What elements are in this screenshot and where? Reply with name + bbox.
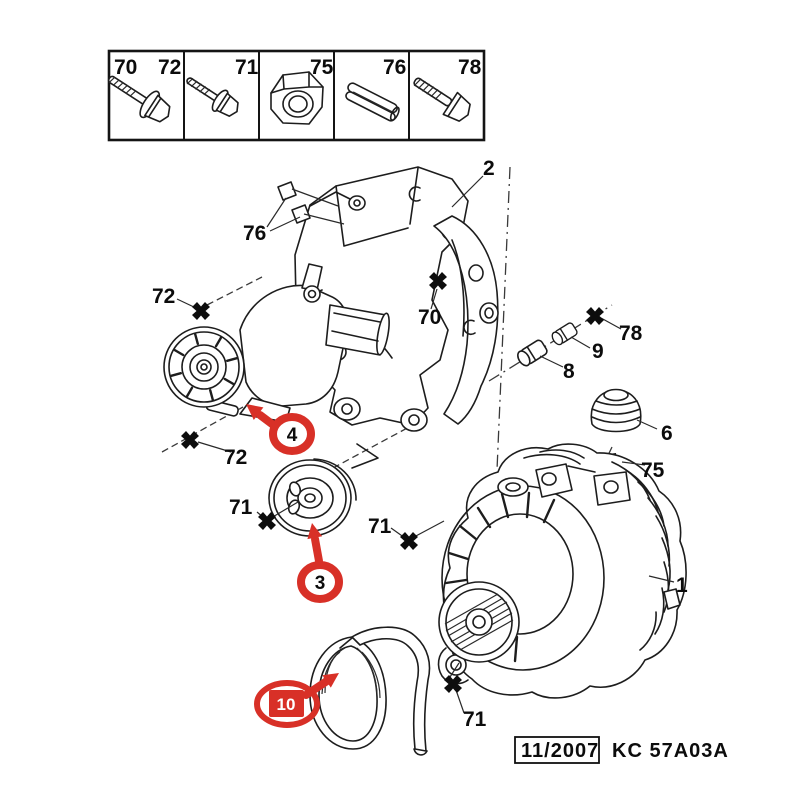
bracket-lug — [497, 477, 529, 497]
callout-labels: 2 76 70 72 72 71 71 71 78 9 8 6 75 1 — [152, 157, 688, 731]
callout-ref-71-left: 71 — [229, 496, 253, 519]
callout-ref-76: 76 — [243, 222, 266, 245]
highlight-label-10: 10 — [277, 695, 296, 714]
flange-bolt-washer-icon — [107, 75, 171, 123]
boot-part — [590, 388, 642, 433]
table-ref-71: 71 — [235, 56, 259, 79]
spacer-bush-8 — [517, 339, 548, 367]
table-ref-78: 78 — [458, 56, 482, 79]
callout-part-9: 9 — [592, 340, 604, 363]
highlight-label-3: 3 — [315, 573, 326, 594]
spacer-bush-9 — [551, 322, 578, 346]
callout-ref-71-bottom: 71 — [463, 708, 487, 731]
callout-part-6: 6 — [661, 422, 673, 445]
footer-date: 11/2007 — [521, 740, 599, 762]
callout-part-2: 2 — [483, 157, 495, 180]
roll-pin-icon — [345, 82, 400, 122]
bracket-lug-hole — [505, 482, 521, 492]
fastener-table: 70 72 71 75 76 78 — [107, 49, 486, 142]
callout-ref-75: 75 — [641, 459, 665, 482]
callout-ref-72-top: 72 — [152, 285, 175, 308]
callout-ref-70: 70 — [418, 306, 441, 329]
callout-part-8: 8 — [563, 360, 575, 383]
table-ref-75: 75 — [310, 56, 334, 79]
highlight-label-4: 4 — [287, 425, 298, 446]
alternator-part — [437, 443, 687, 699]
x-marker-72-top — [192, 302, 210, 320]
table-ref-76: 76 — [383, 56, 406, 79]
highlight-part-3: 3 — [297, 523, 343, 603]
callout-part-1: 1 — [676, 574, 688, 597]
x-marker-78 — [586, 307, 604, 325]
belt-part — [309, 626, 431, 756]
highlight-part-4: 4 — [246, 404, 315, 455]
callout-ref-78: 78 — [619, 322, 643, 345]
callout-ref-72-bottom: 72 — [224, 446, 247, 469]
highlight-part-10: 10 — [254, 673, 339, 728]
lock-nut-icon — [270, 71, 324, 125]
footer-code: KC 57A03A — [612, 740, 729, 762]
table-ref-70: 70 — [114, 56, 137, 79]
footer-reference: 11/2007 KC 57A03A — [514, 736, 729, 764]
x-marker-71-left — [258, 512, 276, 530]
flange-bolt-icon — [186, 77, 239, 117]
callout-ref-71-mid: 71 — [368, 515, 392, 538]
table-ref-72: 72 — [158, 56, 181, 79]
x-marker-71-mid — [400, 532, 418, 550]
tensioner-part — [163, 263, 390, 423]
hex-bolt-icon — [413, 77, 471, 122]
